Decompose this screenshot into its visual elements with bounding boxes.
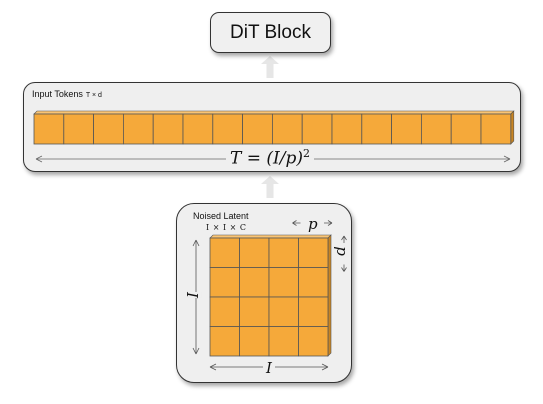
latent-patch: [268, 267, 299, 298]
token-cell: [182, 113, 214, 145]
token-cell: [212, 113, 244, 145]
token-cell: [301, 113, 333, 145]
noised-latent-label: Noised Latent: [193, 211, 249, 221]
latent-patch: [209, 267, 240, 298]
latent-side-label: I: [183, 292, 202, 298]
token-length-exponent: 2: [302, 147, 310, 160]
latent-patch: [298, 267, 329, 298]
latent-patch: [209, 237, 240, 268]
arrow-up-icon: [341, 235, 347, 243]
token-cell: [93, 113, 124, 145]
input-tokens-title: Input Tokens: [32, 89, 83, 99]
arrow-right-icon: [324, 220, 333, 226]
latent-patch: [239, 267, 270, 298]
token-row-side: [510, 110, 515, 145]
arrow-right-icon: [321, 363, 329, 371]
arrow-down-icon: [192, 347, 200, 355]
token-cell: [123, 113, 154, 145]
token-cell: [420, 113, 452, 145]
latent-patch: [239, 326, 270, 357]
dit-block: DiT Block: [210, 12, 331, 53]
token-cell: [271, 113, 303, 145]
token-length-formula: T = (I/p)2: [226, 147, 314, 169]
arrow-left-icon: [209, 363, 217, 371]
latent-patch: [268, 237, 299, 268]
arrow-up-icon: [261, 56, 279, 78]
latent-grid-top: [209, 234, 332, 239]
token-length-text: T = (I/p): [230, 148, 303, 169]
token-cell: [33, 113, 65, 145]
latent-patch: [268, 326, 299, 357]
token-row-top: [33, 110, 515, 115]
arrow-right-icon: [503, 155, 511, 163]
latent-grid: [192, 220, 347, 371]
arrow-down-icon: [341, 264, 347, 272]
patch-label-right: p: [332, 246, 351, 256]
patch-label-top: p: [308, 215, 318, 233]
token-cell: [331, 113, 363, 145]
latent-patch: [268, 296, 299, 327]
latent-patch: [298, 237, 329, 268]
token-cell: [450, 113, 482, 145]
latent-patch: [239, 296, 270, 327]
latent-patch: [298, 326, 329, 357]
token-row: [33, 110, 515, 163]
latent-patch: [239, 237, 270, 268]
latent-patch: [209, 296, 240, 327]
input-tokens-dim: T × d: [85, 92, 102, 99]
token-cell: [480, 113, 512, 145]
noised-latent-panel: Noised Latent I × I × C p p I I: [176, 203, 352, 383]
arrow-left-icon: [292, 220, 301, 226]
noised-latent-dim: I × I × C: [206, 223, 247, 232]
token-cell: [63, 113, 94, 145]
latent-patch: [298, 296, 329, 327]
latent-patch: [209, 326, 240, 357]
token-cell: [152, 113, 184, 145]
token-cell: [391, 113, 422, 145]
latent-bottom-label: I: [263, 359, 275, 377]
token-cell: [242, 113, 273, 145]
dit-block-label: DiT Block: [230, 21, 311, 43]
arrow-up-icon: [261, 176, 279, 198]
token-cell: [361, 113, 392, 145]
arrow-up-icon: [192, 239, 200, 247]
latent-grid-side: [327, 234, 332, 357]
arrow-left-icon: [35, 155, 43, 163]
